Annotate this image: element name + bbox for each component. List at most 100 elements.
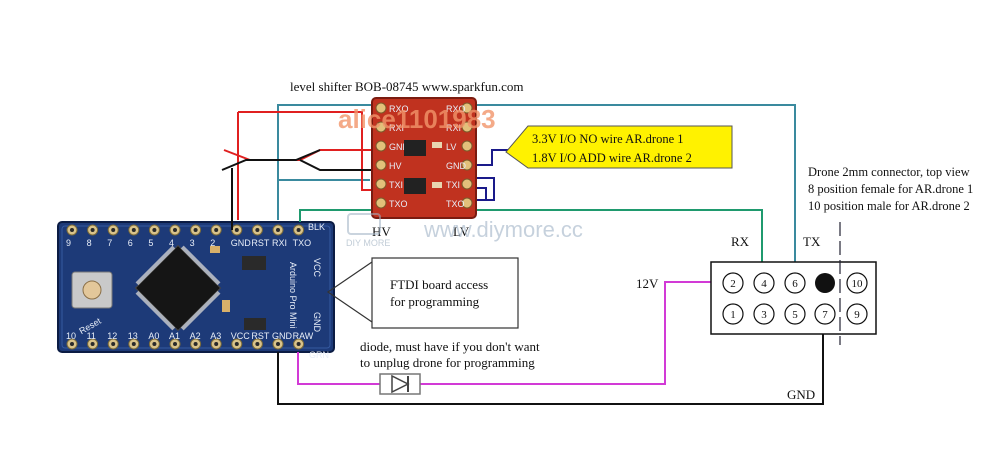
smd-component [210,246,220,253]
arduino-bottom-pin-label: GND [272,331,293,341]
shifter-pin-label: HV [389,161,402,171]
watermark-logo-text: DIY MORE [346,238,390,248]
side-label-vcc: VCC [312,258,322,278]
watermark-logo: DIY MORE [346,213,390,248]
wire-navy-3 [476,177,495,201]
connector-pin-number: 3 [761,309,767,321]
watermark-site: www.diymore.cc [423,217,583,242]
smd-component [222,300,230,312]
arduino-bottom-pin-label: A2 [190,331,201,341]
shifter-pin-label: RXI [389,123,404,133]
connector-pin-number: 5 [792,309,798,321]
shifter-chip-2 [404,178,426,194]
ftdi-text-1: FTDI board access [390,277,488,292]
header-hole-center [193,228,198,232]
side-label-blk: BLK [308,222,325,232]
arduino-bottom-pin-label: VCC [231,331,251,341]
connector-pin-number: 2 [730,278,736,290]
shifter-pin-label: TXO [389,199,408,209]
arduino-top-pin-label: 9 [66,238,71,248]
wire-teal-tx [277,104,796,276]
side-label-grn: GRN [309,350,329,360]
connector-pin-number: 9 [854,309,860,321]
connector-pin [846,272,868,294]
arduino-bottom-pin-label: RAW [293,331,314,341]
header-hole-center [173,228,177,232]
arduino-top-pin-label: RST [251,238,270,248]
shifter-pin-hole [461,140,473,152]
shifter-pin-label: RXI [446,123,461,133]
header-hole-center [276,342,280,346]
connector-pin-number: 6 [792,278,798,290]
arduino-bottom-pin-label: RST [251,331,270,341]
arduino-bottom-pin-label: 12 [107,331,117,341]
wire-green-rx [299,209,763,276]
header-hole-center [234,228,239,232]
shifter-chip-1 [404,140,426,156]
header-hole-center [276,228,280,232]
shifter-pin-label: TXI [389,180,403,190]
header-hole-center [111,342,116,346]
connector-pin [722,303,744,325]
ftdi-text-2: for programming [390,294,480,309]
arduino-top-pin-label: 3 [190,238,195,248]
watermark-alice: alice1101983 [338,104,496,134]
shifter-pin-hole [461,102,473,114]
wire-black-gnd [277,316,824,405]
rx-label: RX [731,234,750,249]
connector-pin-number: 7 [822,309,828,321]
diode-note-2: to unplug drone for programming [360,355,535,370]
header-hole-center [70,228,74,232]
arduino-top-pin-label: 6 [128,238,133,248]
connector-pin [722,272,744,294]
arduino-board-text: Arduino Pro Mini [288,262,298,329]
arduino-top-pin-label: RXI [272,238,287,248]
header-hole-center [70,342,74,346]
header-hole-center [90,228,95,232]
connector-pin [784,272,806,294]
connector-pin-number: 4 [761,278,767,290]
shifter-resistor [432,182,442,188]
arduino-top-pin-label: 5 [148,238,153,248]
shifter-pin-label: TXI [446,180,460,190]
reset-button-knob [82,280,102,300]
shifter-pin-label: TXO [446,199,465,209]
wire-black-1 [221,149,321,171]
header-hole-center [152,228,157,232]
connector-pin [846,303,868,325]
arduino-top-pin-label: 7 [107,238,112,248]
wire-black-3 [299,159,374,171]
shifter-pin-label: GND [446,161,467,171]
shifter-resistor [432,142,442,148]
header-hole-center [234,342,239,346]
header-hole-center [90,342,95,346]
arduino-top-pin-label: 2 [210,238,215,248]
arduino-bottom-pin-label: A0 [148,331,159,341]
wire-navy-1 [476,149,510,166]
callout-line-1: 3.3V I/O NO wire AR.drone 1 [532,132,684,146]
shifter-pin-hole [375,159,387,171]
shifter-pin-hole [461,159,473,171]
header-hole-center [131,342,136,346]
hv-label: HV [372,224,391,239]
lv-label: LV [453,224,470,239]
shifter-pin-hole [375,140,387,152]
header-hole-center [193,342,198,346]
header-hole-center [296,342,301,346]
smd-component [244,318,266,330]
shifter-pin-label: GND [389,142,410,152]
header-hole-center [296,228,301,232]
shifter-pin-hole [461,121,473,133]
arduino-top-pin-label: 4 [169,238,174,248]
shifter-pin-label: RXO [446,104,466,114]
arduino-bottom-pin-label: 10 [66,331,76,341]
header-hole-center [255,342,260,346]
